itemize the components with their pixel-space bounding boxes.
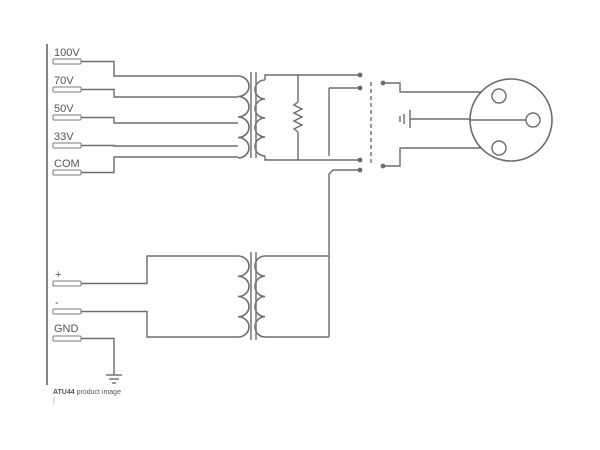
terminal-label-plus: + [55,269,61,281]
terminal-label-gnd: GND [54,323,79,335]
terminal-pin-100v [52,58,82,65]
terminal-pin-50v [52,114,82,121]
chassis-ground-symbol [399,110,470,128]
lower-primary-coil [237,255,250,338]
terminal-label-33v: 33V [54,131,74,143]
lower-secondary-coil [254,255,266,338]
terminal-label-100v: 100V [54,47,80,59]
xlr-pin-1 [491,88,507,104]
lower-input-wiring [81,255,330,375]
caption-product-name: ATU44 [53,389,75,396]
terminal-pin-70v [52,86,82,93]
caption-text: product image [76,389,121,396]
switch-contacts [357,72,386,173]
terminal-label-50v: 50V [54,103,74,115]
primary-tap-wires [81,60,238,174]
image-caption: ATU44 product image [53,389,121,397]
upper-secondary-wiring [264,74,359,161]
terminal-pin-com [52,169,82,176]
terminal-label-70v: 70V [54,75,74,87]
terminal-pin-gnd [52,335,82,342]
terminal-label-minus: - [55,297,59,309]
terminal-pin-plus [52,280,82,287]
terminal-label-com: COM [54,158,80,170]
xlr-pin-3 [491,140,507,156]
terminal-pin-minus [52,308,82,315]
lower-to-switch-wire [265,169,359,257]
resistor-symbol [292,101,304,133]
terminal-pin-33v [52,142,82,149]
caption-subtext: | [53,397,55,404]
ground-symbol [106,374,122,384]
upper-primary-coil [237,75,250,159]
upper-secondary-coil [254,79,266,157]
xlr-pin-2 [525,112,541,128]
